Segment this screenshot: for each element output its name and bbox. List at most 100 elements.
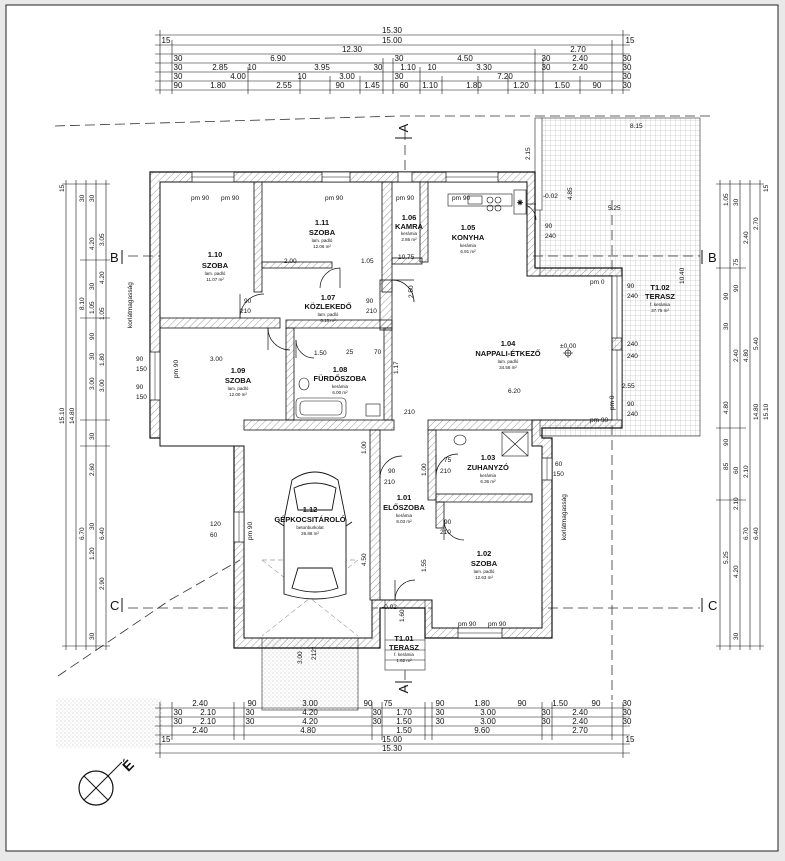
dim-label: 6.70	[743, 527, 750, 540]
dim-label: 210	[240, 308, 251, 315]
room-material: f. kerámia	[394, 652, 414, 657]
room-name: FÜRDŐSZOBA	[314, 374, 367, 383]
dim-label: 90	[174, 81, 183, 90]
dim-label: 1.45	[364, 81, 380, 90]
toilet-icon	[298, 377, 310, 391]
dim-label: 4.20	[302, 708, 318, 717]
railing-note-left: korlátmagasság	[127, 282, 134, 328]
fridge-star-icon: ✳	[517, 199, 523, 207]
dim-label: 30	[436, 708, 445, 717]
room-1-10: 1.10 SZOBA lam. padló 11.07 m²	[202, 250, 229, 282]
dim-label: pm 0	[590, 279, 605, 286]
dim-label: 3.00	[480, 708, 496, 717]
dim-label: 30	[373, 708, 382, 717]
interior-dimensions: 8.15 5.25 10.40 2.55 4.85 2.15 -0.02 -0.…	[136, 123, 686, 664]
dim-label: 240	[627, 411, 638, 418]
dim-label: 4.00	[230, 72, 246, 81]
dim-label: 70	[374, 349, 382, 356]
dim-label: 30	[89, 352, 96, 360]
room-number: 1.05	[461, 223, 476, 232]
dim-label: 10.75	[398, 254, 415, 261]
left-dimension-chains	[62, 180, 110, 650]
dim-label: 3.00	[339, 72, 355, 81]
room-number: T1.01	[394, 634, 413, 643]
dim-label: 90	[336, 81, 345, 90]
dim-label: 210	[384, 479, 395, 486]
dim-label: 2.10	[733, 497, 740, 510]
bottom-dimension-labels: 2.40 90 3.00 90 75 90 1.80 90 1.50 90 30…	[162, 699, 635, 753]
room-area: 12.06 m²	[313, 244, 331, 249]
dim-label: 90	[592, 699, 601, 708]
room-material: f. kerámia	[650, 302, 670, 307]
room-material: lam. padló	[205, 271, 226, 276]
dim-label: 3.00	[99, 379, 106, 392]
dim-label: 15.10	[763, 403, 770, 420]
dim-label: 30	[542, 717, 551, 726]
room-material: kerámia	[332, 384, 349, 389]
room-number: 1.07	[321, 293, 336, 302]
dim-label: 1.50	[396, 717, 412, 726]
dim-label: 30	[89, 522, 96, 530]
room-number: 1.04	[501, 339, 516, 348]
room-name: TERASZ	[645, 292, 675, 301]
dim-label: 2.40	[192, 726, 208, 735]
dim-label: 30	[623, 63, 632, 72]
room-1-03: 1.03 ZUHANYZÓ kerámia 6.36 m²	[467, 453, 509, 484]
dim-label: 3.05	[99, 233, 106, 246]
dim-label: 30	[174, 63, 183, 72]
dim-label: 15	[162, 36, 171, 45]
dim-label: 30	[542, 63, 551, 72]
dim-label: 2.70	[753, 217, 760, 230]
dim-label: 150	[553, 471, 564, 478]
dim-label: 4.50	[361, 553, 368, 566]
dim-label: 2.10	[743, 465, 750, 478]
room-name: ELŐSZOBA	[383, 503, 425, 512]
dim-label: 1.05	[361, 258, 374, 265]
dim-label: 30	[623, 81, 632, 90]
dim-label: pm 90	[488, 621, 506, 628]
entry-steps	[385, 639, 425, 661]
dim-label: 30	[374, 63, 383, 72]
dim-label: 2.85	[212, 63, 228, 72]
room-area: 6.36 m²	[480, 479, 496, 484]
dim-label: 30	[174, 54, 183, 63]
room-1-08: 1.08 FÜRDŐSZOBA kerámia 6.00 m²	[314, 365, 367, 395]
dim-label: 210	[440, 468, 451, 475]
room-area: 11.07 m²	[206, 277, 224, 282]
dim-label: 15	[162, 735, 171, 744]
room-name: TERASZ	[389, 643, 419, 652]
dim-label: 15	[626, 735, 635, 744]
dim-label: 2.70	[570, 45, 586, 54]
dim-label: 8.10	[79, 297, 86, 310]
room-1-09: 1.09 SZOBA lam. padló 12.00 m²	[225, 366, 252, 397]
dim-label: pm 0	[609, 395, 616, 410]
dim-label: 1.50	[552, 699, 568, 708]
dim-label: 90	[364, 699, 373, 708]
dim-label: 120	[210, 521, 221, 528]
room-name: KÖZLEKEDŐ	[304, 302, 351, 311]
dim-label: 1.50	[314, 350, 327, 357]
level-value: ±0.00	[560, 343, 577, 350]
stove-burner-icon	[486, 204, 494, 212]
dim-label: 75	[444, 457, 452, 464]
railing-note-right: korlátmagasság	[561, 494, 568, 540]
dim-label: 210	[440, 529, 451, 536]
dim-label: 1.70	[396, 708, 412, 717]
dim-label: 1.80	[99, 353, 106, 366]
room-number: T1.02	[650, 283, 669, 292]
garden-strip	[56, 698, 162, 748]
dim-label: 10.40	[679, 267, 686, 284]
dim-label: 90	[627, 283, 635, 290]
room-1-11: 1.11 SZOBA lam. padló 12.06 m²	[309, 218, 336, 249]
dim-label: 7.20	[497, 72, 513, 81]
top-dimension-labels: 15.30 15 15.00 15 12.30 2.70 30 6.90 30 …	[162, 26, 635, 90]
dim-label: 2.40	[572, 717, 588, 726]
dim-label: 3.00	[302, 699, 318, 708]
dim-label: 3.00	[89, 377, 96, 390]
left-dimension-labels: 15 30 30 4.20 3.05 4.20 8.10 30 1.05 1.0…	[59, 184, 106, 640]
dim-label: 6.40	[99, 527, 106, 540]
north-arrow-icon: É	[78, 756, 137, 806]
room-number: 1.10	[208, 250, 223, 259]
dim-label: 1.00	[421, 463, 428, 476]
dim-label: 90	[444, 519, 452, 526]
